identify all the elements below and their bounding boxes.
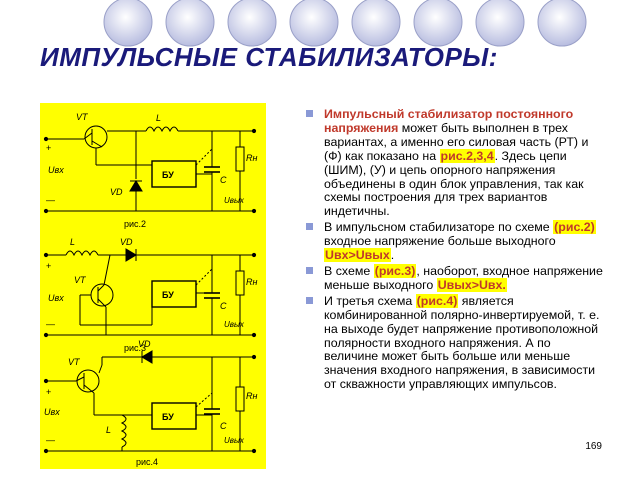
fig3-label-rn: Rн <box>246 277 257 287</box>
p1-lead: Импульсный стабилизатор постоянного напр… <box>324 107 574 135</box>
fig2-label-vd: VD <box>110 187 123 197</box>
fig3-label-vt: VT <box>74 275 87 285</box>
circuit-fig2 <box>43 125 257 214</box>
page-number: 169 <box>585 441 602 452</box>
circuit-figures-panel: VT L VD БУ C Rн Uвх Uвых + — рис.2 <box>40 103 266 469</box>
p4-text2: является комбинированной полярно-инверти… <box>324 293 600 392</box>
fig3-caption: рис.3 <box>124 343 146 353</box>
fig3-minus: — <box>46 319 55 329</box>
fig4-label-bu: БУ <box>162 412 174 422</box>
fig3-label-bu: БУ <box>162 290 174 300</box>
fig3-label-l: L <box>70 237 75 247</box>
fig4-minus: — <box>46 435 55 445</box>
p2-text3: . <box>390 248 395 263</box>
bullet-square-icon <box>306 223 313 231</box>
fig3-plus: + <box>46 261 51 271</box>
p3-formula: Uвых>Uвх. <box>436 277 507 292</box>
fig4-label-rn: Rн <box>246 391 257 401</box>
fig4-label-uout: Uвых <box>224 436 245 445</box>
binder-rings-decoration <box>103 0 587 47</box>
circuit-diagrams: VT L VD БУ C Rн Uвх Uвых + — рис.2 <box>43 112 257 467</box>
fig2-caption: рис.2 <box>124 219 146 229</box>
p4-ref: (рис.4) <box>415 293 459 308</box>
fig2-label-uin: Uвх <box>48 165 64 175</box>
list-item: И третья схема (рис.4) является комбинир… <box>306 293 606 392</box>
bullet-square-icon <box>306 266 313 274</box>
p2-text2: входное напряжение больше выходного <box>324 234 556 249</box>
fig3-label-c: C <box>220 301 227 311</box>
fig2-label-bu: БУ <box>162 170 174 180</box>
fig2-label-rn: Rн <box>246 153 257 163</box>
fig4-label-c: C <box>220 421 227 431</box>
fig2-plus: + <box>46 143 51 153</box>
p2-formula: Uвх>Uвых <box>324 248 391 263</box>
p1-ref: рис.2,3,4 <box>439 148 495 163</box>
fig2-label-vt: VT <box>76 112 89 122</box>
circuit-fig4 <box>43 350 257 454</box>
p2-ref: (рис.2) <box>553 220 596 235</box>
p1-text1: может быть выполнен в трех вариантах, а … <box>324 120 589 163</box>
fig4-caption: рис.4 <box>136 457 158 467</box>
list-item: В импульсном стабилизаторе по схеме (рис… <box>306 220 606 263</box>
list-item: В схеме (рис.3), наоборот, входное напря… <box>306 263 606 293</box>
bullet-square-icon <box>306 110 313 117</box>
fig3-label-vd: VD <box>120 237 133 247</box>
list-item: Импульсный стабилизатор постоянного напр… <box>306 107 606 219</box>
fig4-label-uin: Uвх <box>44 407 60 417</box>
fig3-label-uout: Uвых <box>224 320 245 329</box>
fig2-label-uout: Uвых <box>224 196 245 205</box>
p3-text1: В схеме <box>324 263 374 278</box>
p4-text1: И третья схема <box>324 293 416 308</box>
fig3-label-uin: Uвх <box>48 293 64 303</box>
slide-title: ИМПУЛЬСНЫЕ СТАБИЛИЗАТОРЫ: <box>40 42 498 72</box>
fig2-label-c: C <box>220 175 227 185</box>
p3-ref: (рис.3) <box>373 263 417 278</box>
text-content: Импульсный стабилизатор постоянного напр… <box>306 107 606 394</box>
p1-text2: . Здесь цепи (ШИМ), (У) и цепь опорного … <box>324 148 584 219</box>
p3-text2: , наоборот, входное напряжение меньше вы… <box>324 263 603 292</box>
fig4-label-vd: VD <box>138 339 151 349</box>
fig2-label-l: L <box>156 113 161 123</box>
bullet-square-icon <box>306 296 313 304</box>
fig4-plus: + <box>46 387 51 397</box>
fig2-minus: — <box>46 195 55 205</box>
bullet-list: Импульсный стабилизатор постоянного напр… <box>306 107 606 392</box>
circuit-fig3 <box>43 248 257 338</box>
fig4-label-vt: VT <box>68 357 81 367</box>
fig4-label-l: L <box>106 425 111 435</box>
p2-text1: В импульсном стабилизаторе по схеме <box>324 220 554 235</box>
